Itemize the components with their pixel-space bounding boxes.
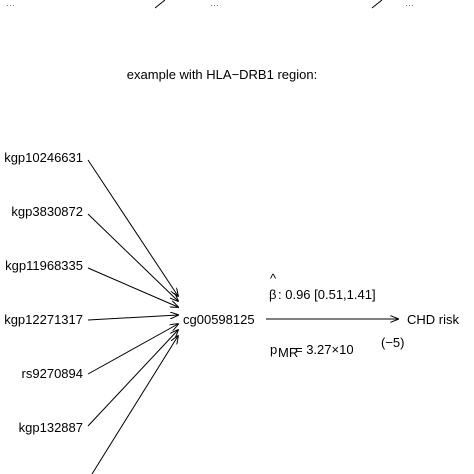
snp-arrow bbox=[87, 159, 178, 296]
snp-arrow bbox=[87, 267, 178, 307]
p-exponent: (−5) bbox=[381, 335, 404, 350]
snp-label: rs9270894 bbox=[22, 366, 83, 381]
snp-label: kgp3830872 bbox=[11, 204, 83, 219]
snp-arrow bbox=[87, 330, 178, 427]
outcome-label: CHD risk bbox=[407, 312, 459, 327]
snp-arrow bbox=[87, 213, 178, 301]
top-fragment-mid: … bbox=[210, 0, 219, 8]
snp-arrow bbox=[91, 336, 178, 474]
snp-label: kgp12271317 bbox=[4, 312, 83, 327]
snp-label: kgp11968335 bbox=[5, 258, 83, 273]
p-equation: = 3.27×10 bbox=[295, 342, 354, 357]
cpg-label: cg00598125 bbox=[183, 312, 255, 327]
snp-labels: kgp10246631 kgp3830872 kgp11968335 kgp12… bbox=[4, 150, 83, 435]
snp-arrow bbox=[87, 315, 178, 321]
p-value: p MR = 3.27×10 (−5) bbox=[270, 335, 404, 360]
top-fragment-left: … bbox=[6, 0, 15, 8]
snp-label: kgp132887 bbox=[19, 420, 83, 435]
p-subscript: MR bbox=[278, 345, 298, 360]
beta-symbol: β bbox=[269, 287, 276, 302]
beta-hat: ^ bbox=[270, 271, 277, 286]
snp-arrows bbox=[87, 159, 178, 474]
beta-estimate: ^ β : 0.96 [0.51,1.41] bbox=[269, 271, 376, 302]
top-fragment-right: … bbox=[405, 0, 414, 8]
snp-label: kgp10246631 bbox=[4, 150, 83, 165]
p-symbol: p bbox=[270, 342, 277, 357]
snp-arrow bbox=[87, 324, 178, 375]
beta-value: : 0.96 [0.51,1.41] bbox=[278, 287, 376, 302]
subtitle: example with HLA−DRB1 region: bbox=[127, 67, 317, 82]
